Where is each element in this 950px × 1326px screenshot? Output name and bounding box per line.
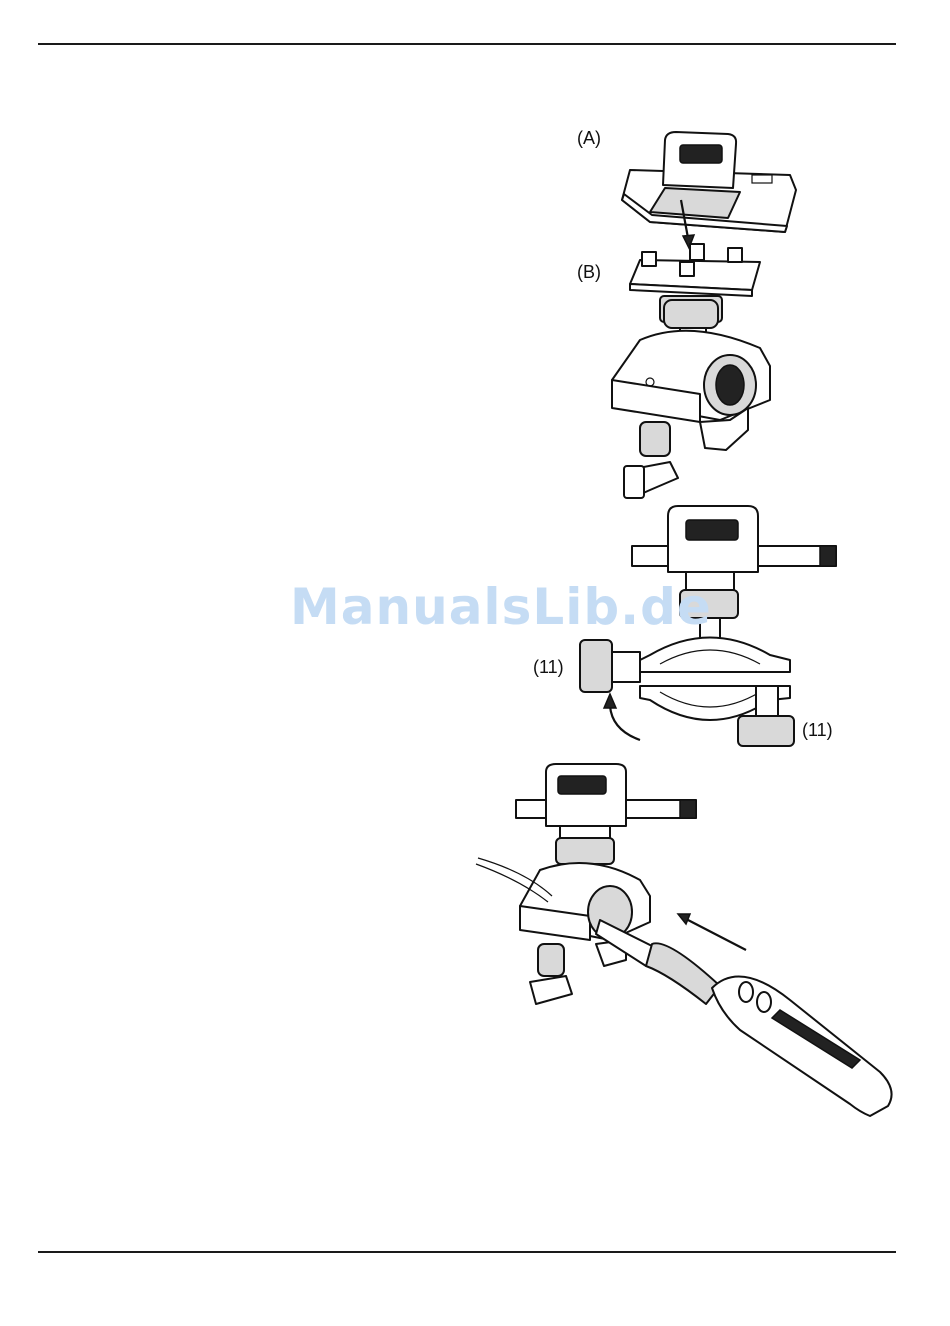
watermark: ManualsLib.de bbox=[290, 578, 712, 636]
figure-1-exploded-mount bbox=[612, 132, 796, 498]
part-label-a: (A) bbox=[577, 128, 601, 149]
footer-rule bbox=[38, 1251, 896, 1253]
figure-3-insert-handle bbox=[476, 764, 892, 1116]
part-label-b: (B) bbox=[577, 262, 601, 283]
knob-label-right: (11) bbox=[802, 720, 833, 741]
knob-label-left: (11) bbox=[533, 657, 564, 678]
